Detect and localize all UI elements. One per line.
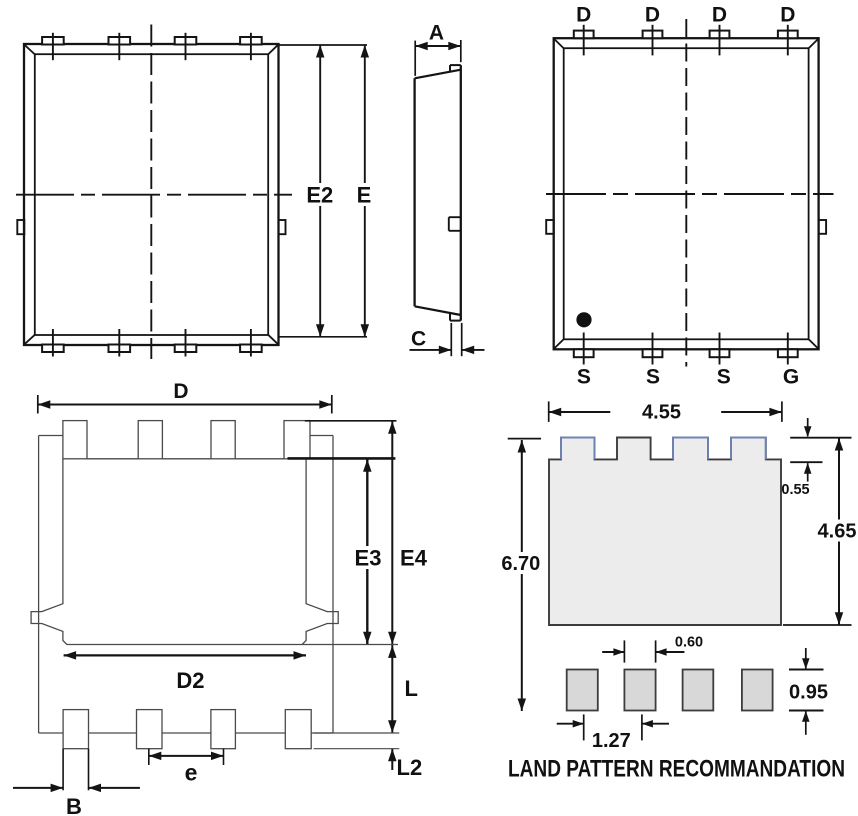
svg-text:E3: E3: [355, 545, 382, 570]
svg-text:4.65: 4.65: [818, 521, 857, 543]
svg-text:G: G: [783, 366, 799, 389]
svg-text:D: D: [712, 4, 727, 27]
svg-text:4.55: 4.55: [642, 402, 681, 424]
svg-text:0.60: 0.60: [675, 635, 703, 651]
svg-text:E4: E4: [400, 545, 428, 570]
svg-text:LAND PATTERN RECOMMANDATION: LAND PATTERN RECOMMANDATION: [508, 756, 845, 783]
svg-text:6.70: 6.70: [501, 553, 540, 575]
svg-text:D: D: [576, 4, 591, 27]
svg-text:e: e: [185, 760, 198, 786]
svg-text:0.55: 0.55: [781, 482, 809, 498]
svg-text:B: B: [66, 794, 82, 816]
svg-text:S: S: [717, 366, 731, 389]
svg-text:E: E: [357, 182, 372, 207]
svg-text:0.95: 0.95: [789, 682, 828, 704]
svg-text:D2: D2: [176, 668, 204, 693]
svg-text:D: D: [173, 380, 188, 403]
svg-text:L: L: [405, 676, 418, 701]
svg-text:D: D: [645, 4, 660, 27]
svg-text:S: S: [646, 366, 660, 389]
svg-text:A: A: [429, 22, 444, 45]
svg-text:C: C: [411, 328, 426, 351]
svg-text:S: S: [577, 366, 591, 389]
svg-text:E2: E2: [306, 182, 333, 207]
svg-text:D: D: [780, 4, 795, 27]
svg-text:L2: L2: [397, 755, 423, 780]
svg-text:1.27: 1.27: [592, 730, 631, 752]
